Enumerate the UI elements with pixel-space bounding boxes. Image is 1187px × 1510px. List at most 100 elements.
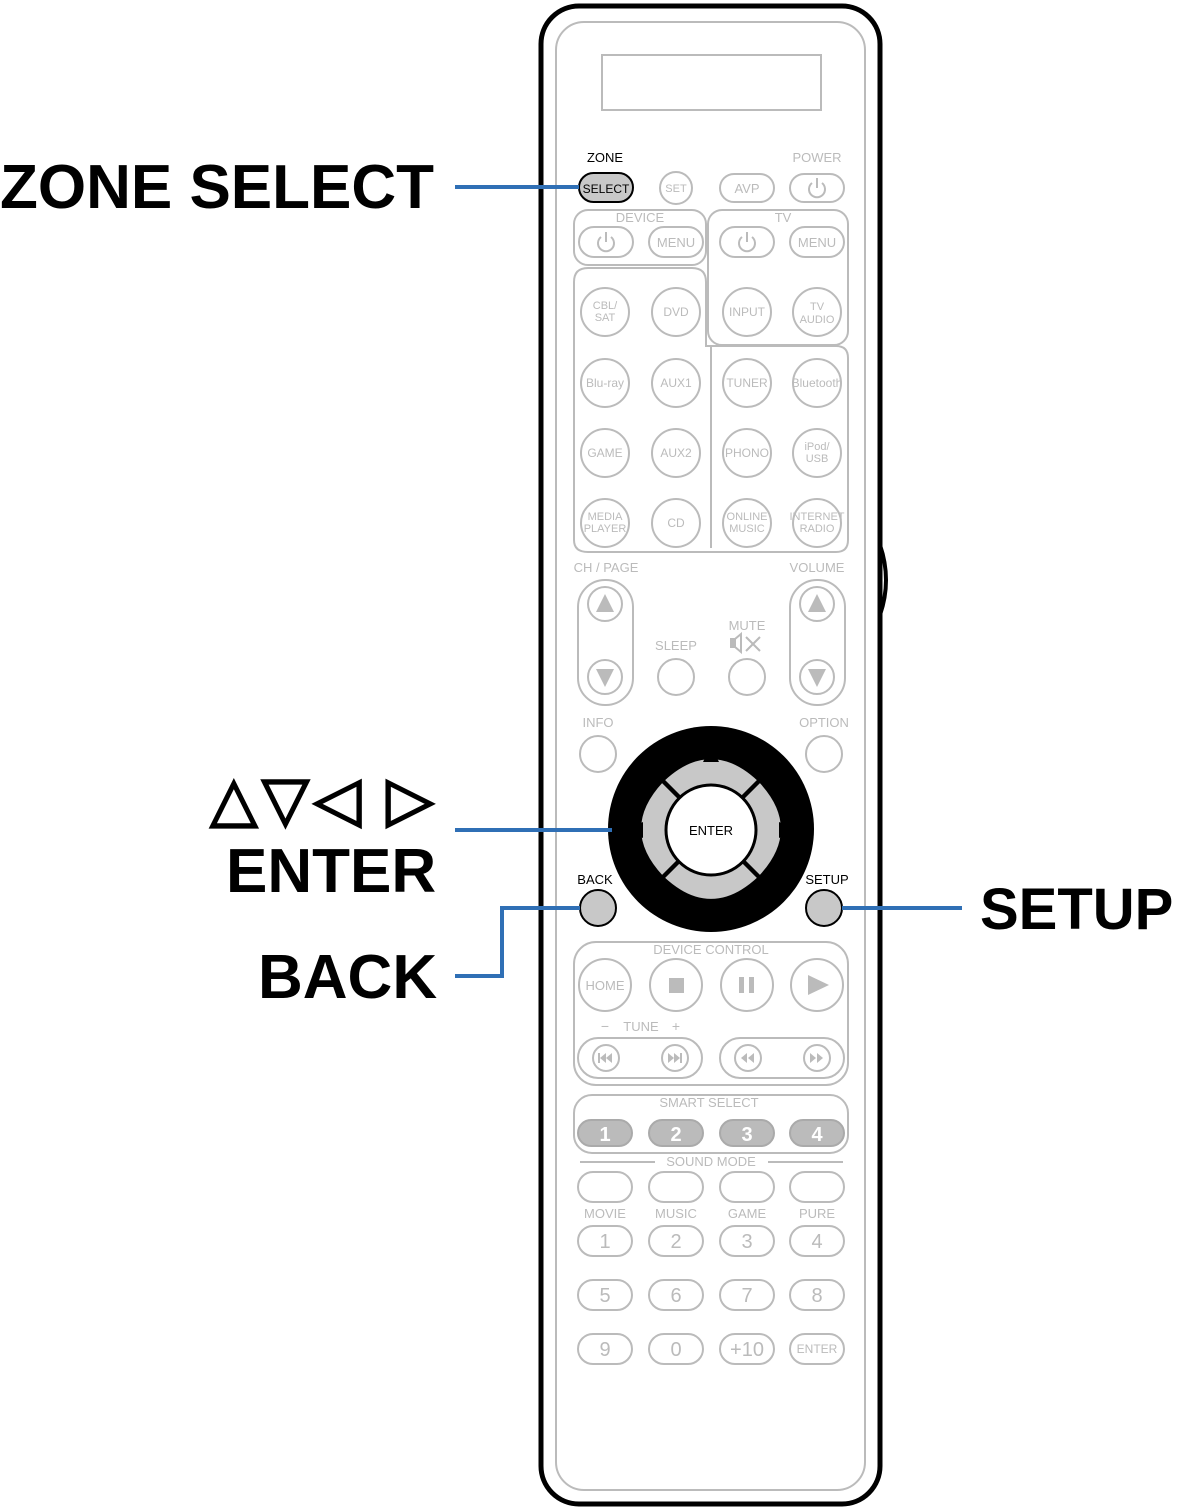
sound-mode-name-label: MUSIC — [655, 1206, 697, 1221]
nav-up-icon — [703, 746, 719, 762]
sound-mode-button[interactable] — [789, 1171, 845, 1203]
tv-input-button[interactable] — [722, 287, 772, 337]
source-button[interactable] — [580, 287, 630, 337]
device-menu-button[interactable] — [648, 226, 704, 258]
smart-select-key-label: 3 — [741, 1124, 752, 1146]
back-callout-line — [455, 906, 580, 978]
ch-page-label: CH / PAGE — [574, 560, 639, 575]
source-button[interactable] — [651, 287, 701, 337]
option-button[interactable] — [805, 735, 843, 773]
source-button-label: CBL/ — [593, 300, 618, 312]
tv-audio-button[interactable] — [792, 287, 842, 337]
smart-select-button[interactable] — [648, 1119, 704, 1147]
tv-audio-line-1: TV — [810, 301, 825, 313]
source-button[interactable] — [722, 358, 772, 408]
avp-button[interactable] — [719, 173, 775, 203]
home-button[interactable] — [578, 958, 632, 1012]
number-button[interactable] — [648, 1279, 704, 1311]
smart-select-button[interactable] — [719, 1119, 775, 1147]
tv-label: TV — [775, 210, 792, 225]
back-button[interactable] — [579, 889, 617, 927]
number-button-label: 7 — [741, 1285, 752, 1307]
enter-button[interactable] — [664, 783, 758, 877]
number-button[interactable] — [719, 1333, 775, 1365]
smart-select-label: SMART SELECT — [659, 1095, 758, 1110]
sound-mode-name-label: PURE — [799, 1206, 835, 1221]
remote-inner-body — [555, 21, 866, 1491]
option-label: OPTION — [799, 715, 849, 730]
volume-rocker[interactable] — [789, 579, 846, 706]
number-button[interactable] — [789, 1279, 845, 1311]
source-button-label: AUX2 — [660, 446, 692, 460]
volume-up-icon — [808, 594, 826, 612]
fast-forward-icon — [810, 1053, 823, 1063]
volume-label: VOLUME — [790, 560, 845, 575]
source-button[interactable] — [580, 498, 630, 548]
number-button[interactable] — [577, 1333, 633, 1365]
source-button[interactable] — [722, 428, 772, 478]
skip-back-icon — [598, 1053, 612, 1063]
mute-label: MUTE — [729, 618, 766, 633]
avp-label: AVP — [734, 181, 759, 196]
pause-button[interactable] — [720, 958, 774, 1012]
skip-forward-button[interactable] — [661, 1044, 689, 1072]
sound-mode-button[interactable] — [719, 1171, 775, 1203]
source-button[interactable] — [651, 358, 701, 408]
source-button[interactable] — [792, 358, 842, 408]
number-button-label: 5 — [599, 1285, 610, 1307]
set-button[interactable] — [659, 171, 693, 205]
back-label: BACK — [577, 872, 613, 887]
search-rocker[interactable] — [719, 1037, 845, 1079]
setup-label: SETUP — [805, 872, 848, 887]
source-button[interactable] — [722, 498, 772, 548]
device-group-frame — [573, 209, 707, 266]
device-power-icon — [597, 232, 615, 253]
fast-forward-button[interactable] — [803, 1044, 831, 1072]
smart-select-button[interactable] — [577, 1119, 633, 1147]
info-button[interactable] — [579, 735, 617, 773]
skip-back-button[interactable] — [592, 1044, 620, 1072]
rewind-icon — [741, 1053, 754, 1063]
sleep-label: SLEEP — [655, 638, 697, 653]
source-button[interactable] — [651, 428, 701, 478]
setup-button[interactable] — [805, 889, 843, 927]
tv-menu-button[interactable] — [789, 226, 845, 258]
number-button-label: 3 — [741, 1231, 752, 1253]
number-button[interactable] — [719, 1225, 775, 1257]
number-button-label: 4 — [811, 1231, 822, 1253]
number-button[interactable] — [789, 1225, 845, 1257]
source-button-label: TUNER — [726, 376, 768, 390]
smart-select-button[interactable] — [789, 1119, 845, 1147]
number-button[interactable] — [648, 1225, 704, 1257]
source-button[interactable] — [580, 428, 630, 478]
source-button[interactable] — [580, 358, 630, 408]
mute-button[interactable] — [728, 658, 766, 696]
source-button[interactable] — [651, 498, 701, 548]
number-button[interactable] — [577, 1225, 633, 1257]
source-button[interactable] — [792, 428, 842, 478]
tv-audio-line-2: AUDIO — [800, 314, 835, 326]
sound-mode-button[interactable] — [648, 1171, 704, 1203]
number-button[interactable] — [789, 1333, 845, 1365]
source-button-label: RADIO — [800, 523, 835, 535]
rewind-button[interactable] — [734, 1044, 762, 1072]
sleep-button[interactable] — [657, 658, 695, 696]
tune-rocker[interactable] — [577, 1037, 703, 1079]
number-button[interactable] — [577, 1279, 633, 1311]
pause-icon — [739, 977, 754, 993]
tune-minus-label: − — [601, 1018, 609, 1034]
source-button-label: Bluetooth — [792, 376, 843, 390]
ch-down-icon — [596, 669, 614, 687]
number-button[interactable] — [719, 1279, 775, 1311]
number-button-label: +10 — [730, 1339, 764, 1361]
number-button[interactable] — [648, 1333, 704, 1365]
stop-icon — [669, 978, 684, 993]
number-button-label: 9 — [599, 1339, 610, 1361]
zone-select-label: SELECT — [583, 182, 630, 196]
ch-page-rocker[interactable] — [577, 579, 634, 706]
number-button-label: 1 — [599, 1231, 610, 1253]
sound-mode-button[interactable] — [577, 1171, 633, 1203]
tv-input-label: INPUT — [729, 305, 766, 319]
source-button[interactable] — [792, 498, 842, 548]
